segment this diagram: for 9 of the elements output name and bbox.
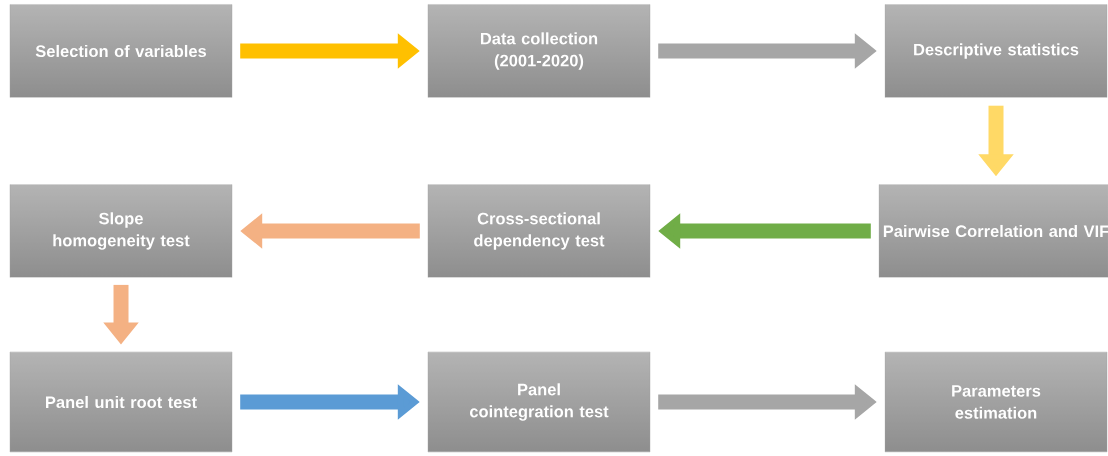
process-box: Pairwise Correlation and VIF — [878, 184, 1108, 278]
process-box: Selection of variables — [9, 4, 233, 98]
process-box: Data collection (2001-2020) — [427, 4, 651, 98]
process-box: Descriptive statistics — [884, 4, 1108, 98]
process-box: Panel unit root test — [9, 351, 233, 453]
process-box: Panel cointegration test — [427, 351, 651, 453]
process-box: Cross-sectional dependency test — [427, 184, 651, 278]
process-box: Parameters estimation — [884, 351, 1108, 453]
process-box: Slope homogeneity test — [9, 184, 233, 278]
